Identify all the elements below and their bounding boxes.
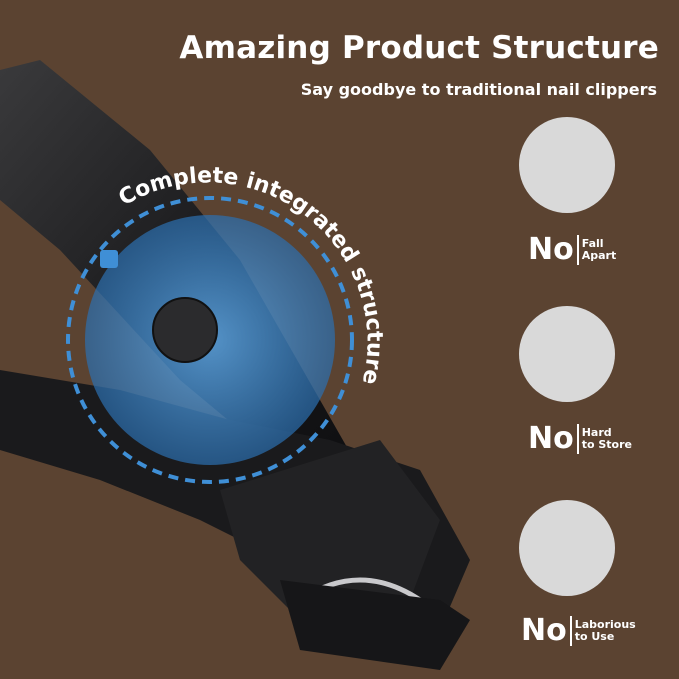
- divider: [576, 424, 579, 454]
- brand-logo-icon: [100, 250, 118, 268]
- feature-line2: to Use: [574, 630, 615, 643]
- open-clipper-photo-icon: [519, 306, 615, 402]
- page-title: Amazing Product Structure: [179, 30, 659, 66]
- hand-clipper-photo-icon: [519, 500, 615, 596]
- feature-line1: Laborious: [574, 618, 636, 632]
- feature-line2: Apart: [581, 249, 617, 262]
- feature-line1: Fall: [581, 237, 604, 251]
- dashed-ring: [66, 196, 354, 484]
- divider: [576, 235, 579, 265]
- no-text: No: [528, 232, 574, 267]
- no-text: No: [521, 613, 567, 648]
- feature-line1: Hard: [581, 426, 612, 440]
- lower-jaw: [280, 580, 470, 670]
- feature-line2: to Store: [581, 438, 632, 451]
- no-text: No: [528, 421, 574, 456]
- broken-clipper-photo-icon: [519, 117, 615, 213]
- clipper-head: [220, 440, 440, 620]
- divider: [569, 616, 572, 646]
- pivot-button: [152, 297, 218, 363]
- page-subtitle: Say goodbye to traditional nail clippers: [300, 80, 657, 99]
